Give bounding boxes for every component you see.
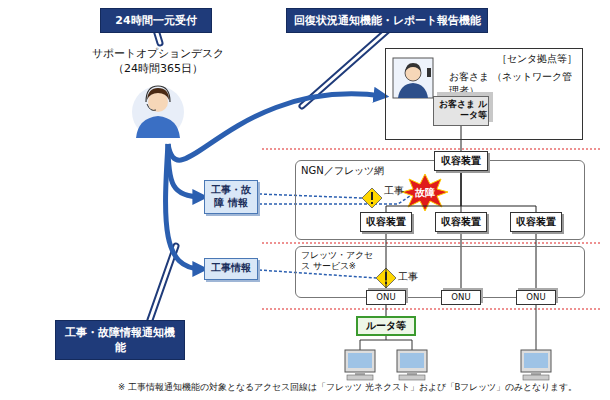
- construction-label: 工事: [398, 270, 418, 284]
- node-text: お客さま ルータ等: [435, 99, 487, 121]
- node-text: ONU: [443, 292, 479, 303]
- network-link: [386, 232, 387, 290]
- device-box: 収容装置: [435, 212, 487, 232]
- node-text: 収容装置: [437, 215, 485, 229]
- construction-label: 工事: [384, 184, 404, 198]
- fault-label: 故障: [415, 186, 435, 200]
- onu-box: ONU: [516, 290, 556, 305]
- notification-arrow: [168, 94, 383, 160]
- node-text: ONU: [518, 292, 554, 303]
- callout-banner: 回復状況通知機能・レポート報告機能: [286, 8, 488, 33]
- node-text: 回復状況通知機能・レポート報告機能: [291, 13, 483, 28]
- info-document: 工事・故障 情報: [204, 180, 258, 214]
- footnote-caption: ※ 工事情報通知機能の対象となるアクセス回線は「フレッツ 光ネクスト」および「B…: [118, 382, 577, 394]
- node-text: 工事情報: [207, 262, 255, 275]
- callout-banner: 工事・故障情報通知機能: [55, 320, 185, 360]
- support-desk: サポートオプションデスク（24時間365日）: [84, 44, 232, 144]
- notification-arrow: [166, 144, 202, 269]
- node-text: 収容装置: [512, 215, 560, 229]
- node-text: サポートオプションデスク（24時間365日）: [86, 46, 230, 76]
- notification-arrow: [168, 144, 202, 197]
- router-box: お客さま ルータ等: [433, 96, 489, 126]
- node-text: 工事・故障 情報: [207, 184, 255, 209]
- network-region: フレッツ・アクセス サービス※ONUONUONU: [295, 246, 585, 298]
- network-link: [461, 171, 536, 212]
- onu-box: ONU: [366, 290, 406, 305]
- node-text: 収容装置: [362, 215, 410, 229]
- router-box: ルータ等: [356, 316, 416, 336]
- node-text: 24時間一元受付: [105, 13, 207, 28]
- onu-box: ONU: [441, 290, 481, 305]
- network-link: [461, 232, 462, 290]
- network-link: [386, 305, 387, 316]
- device-box: 収容装置: [360, 212, 412, 232]
- network-link: [461, 126, 462, 151]
- node-text: 工事・故障情報通知機能: [60, 325, 180, 355]
- callout-banner: 24時間一元受付: [100, 8, 212, 33]
- customer-site-box: ［センタ拠点等］ お客さま （ネットワーク管理者）お客さま ルータ等: [385, 48, 583, 140]
- node-text: NGN／フレッツ網: [301, 164, 397, 178]
- node-text: 収容装置: [436, 154, 486, 168]
- device-box: 収容装置: [434, 151, 488, 171]
- node-text: ONU: [368, 292, 404, 303]
- device-box: 収容装置: [510, 212, 562, 232]
- info-document: 工事情報: [204, 258, 258, 280]
- node-text: お客さま （ネットワーク管理者）: [449, 70, 577, 98]
- network-link: [536, 232, 537, 290]
- node-text: フレッツ・アクセス サービス※: [301, 250, 381, 271]
- node-text: ルータ等: [360, 319, 412, 333]
- node-text: ［センタ拠点等］: [391, 52, 577, 66]
- network-region: NGN／フレッツ網収容装置収容装置収容装置収容装置: [295, 160, 585, 240]
